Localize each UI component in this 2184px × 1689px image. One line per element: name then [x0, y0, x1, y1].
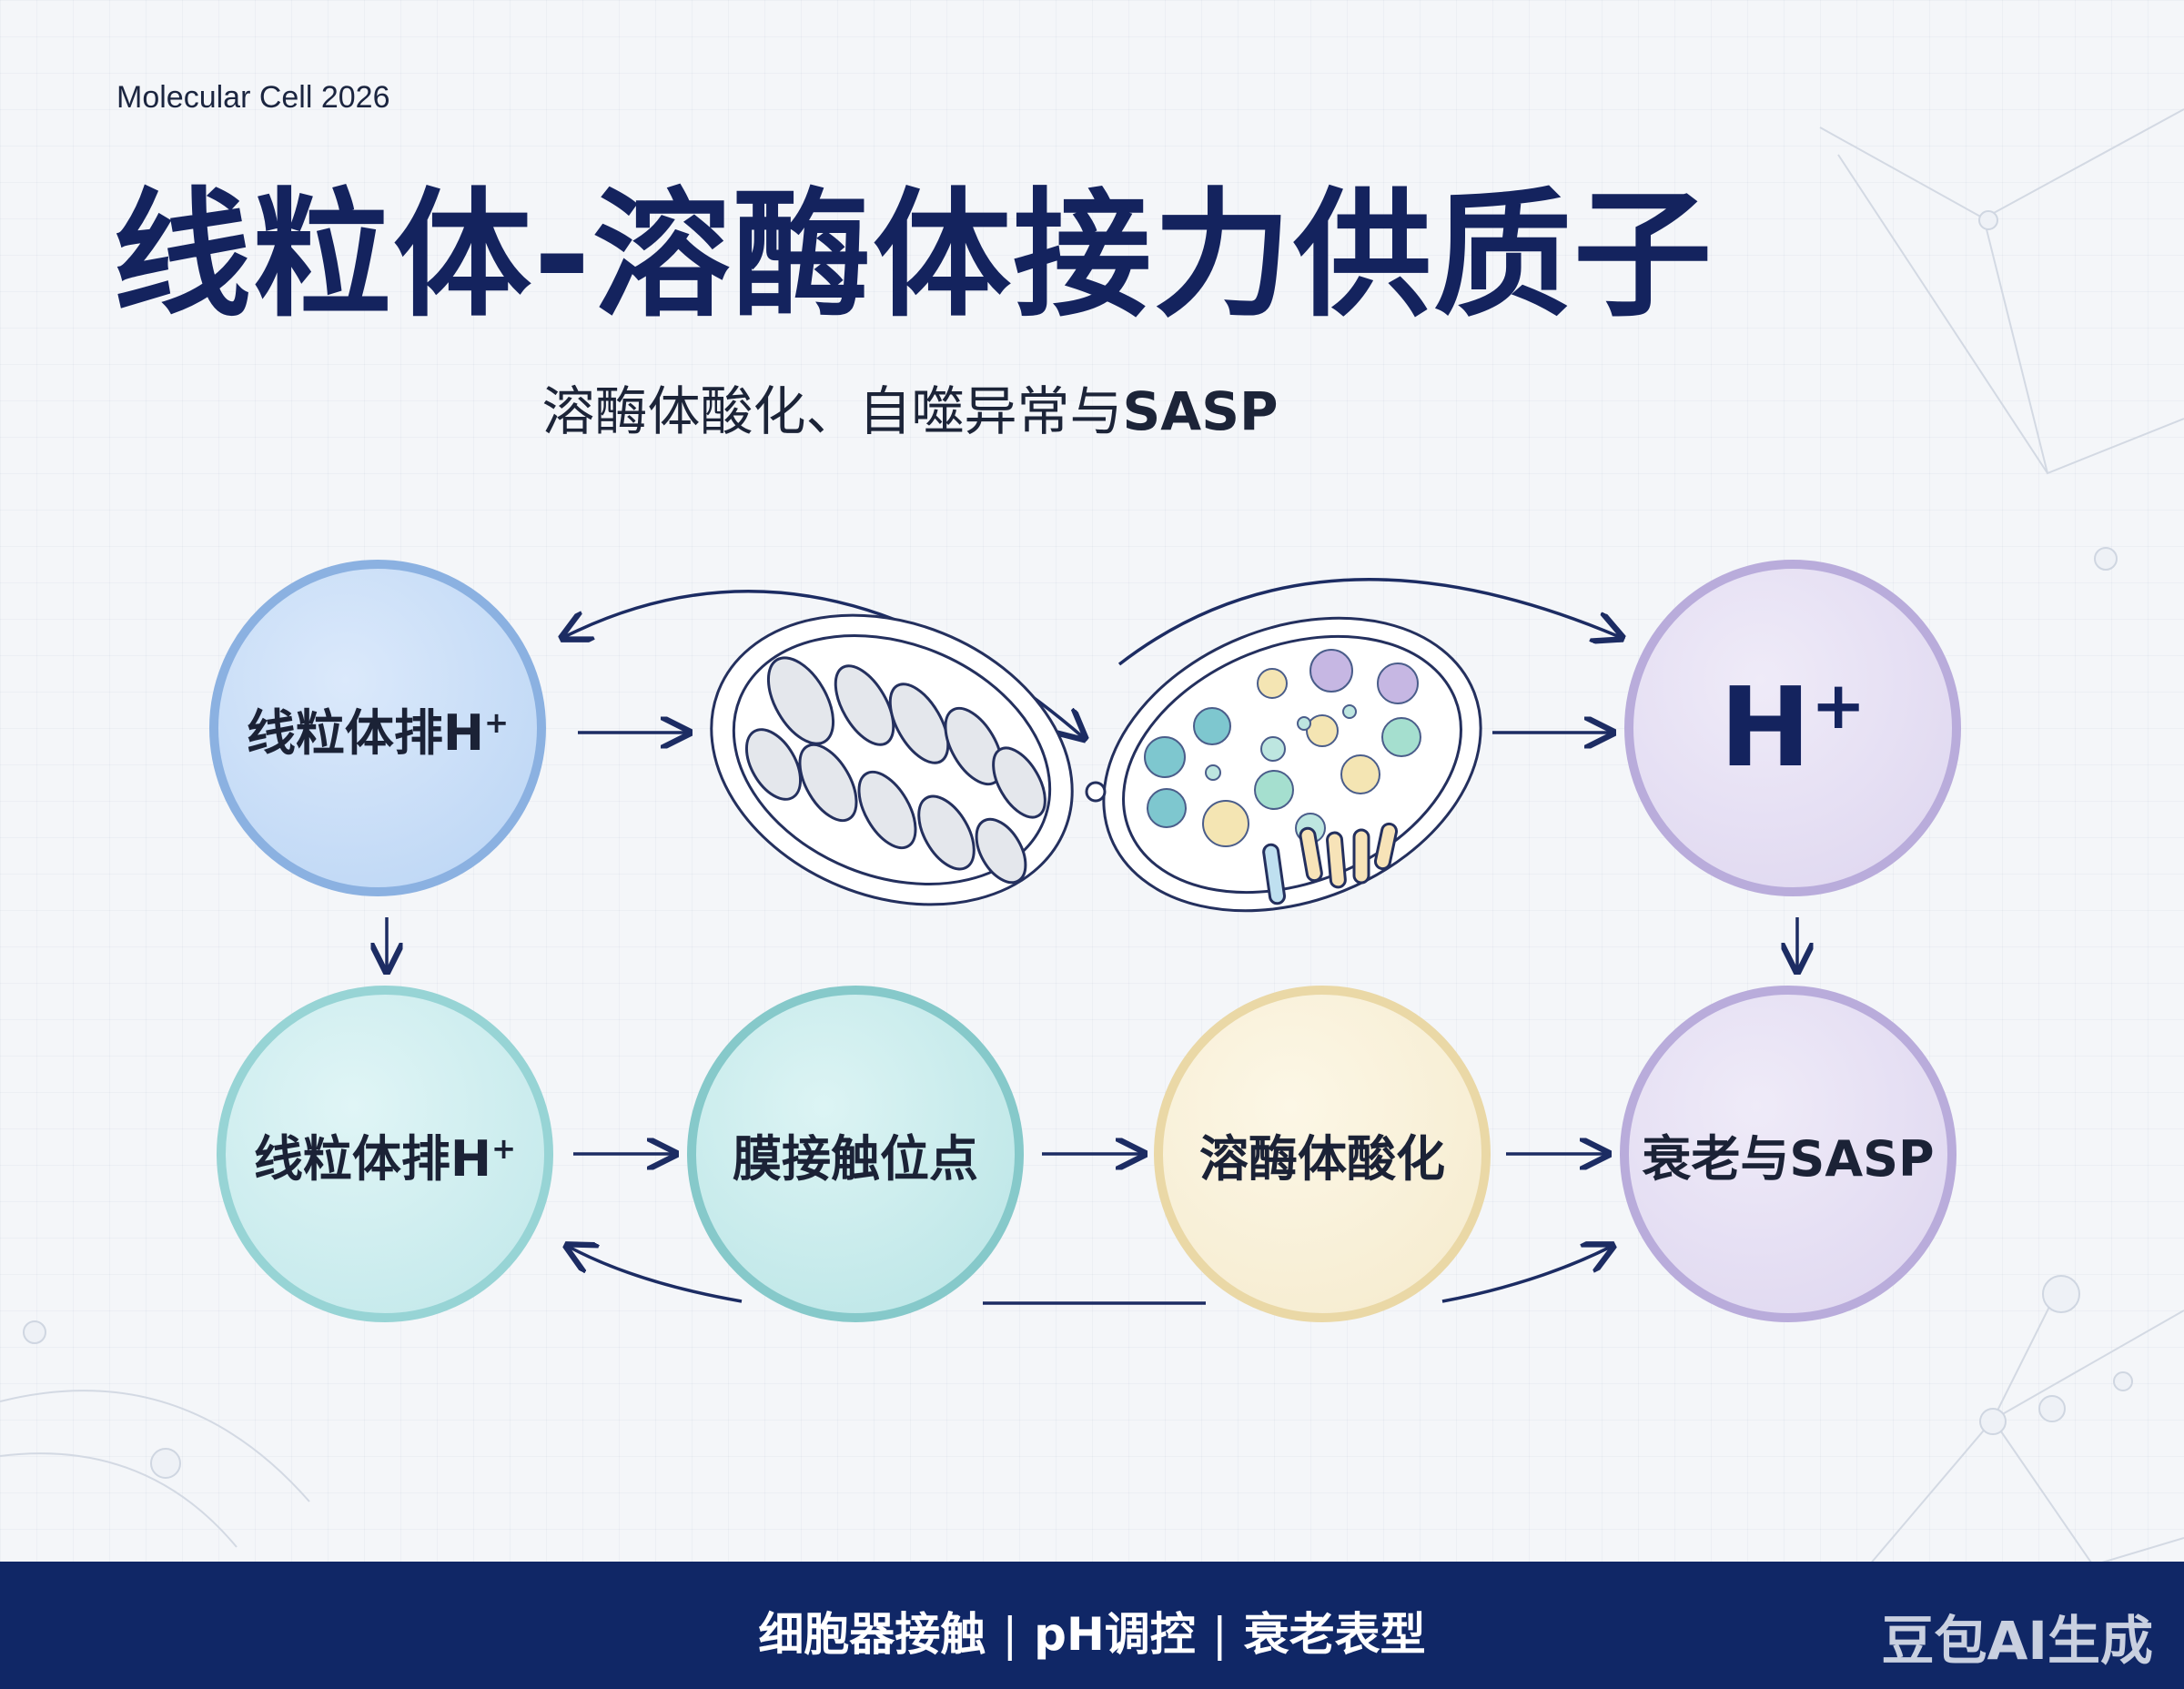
footer-bar: 细胞器接触 | pH调控 | 衰老表型 豆包AI生成 [0, 1562, 2184, 1689]
node-proton: H+ [1624, 560, 1961, 896]
arrow-curve-bottom-right [1441, 1247, 1611, 1303]
node-mito-proton-bottom-label: 线粒体排H+ [253, 1129, 517, 1188]
mitochondrion-illustration [710, 613, 1074, 906]
node-contact-site-label: 膜接触位点 [733, 1129, 978, 1188]
node-contact-site: 膜接触位点 [687, 986, 1024, 1322]
node-senescence-sasp-label: 衰老与SASP [1642, 1129, 1935, 1188]
node-proton-label: H+ [1719, 664, 1866, 792]
footer-item-contact: 细胞器接触 [758, 1608, 986, 1661]
node-mito-proton-top-label: 线粒体排H+ [246, 703, 510, 762]
page-subtitle: 溶酶体酸化、自噬异常与SASP [0, 369, 1820, 445]
node-mito-proton-top: 线粒体排H+ [209, 560, 546, 896]
watermark-logo: 豆包AI生成 [1881, 1610, 2153, 1672]
node-lysosome-acidification-label: 溶酶体酸化 [1199, 1129, 1445, 1188]
node-lysosome-acidification: 溶酶体酸化 [1154, 986, 1491, 1322]
lysosome-illustration [1102, 616, 1482, 913]
arrow-curve-bottom-left [569, 1247, 743, 1303]
node-mito-proton-bottom: 线粒体排H+ [217, 986, 553, 1322]
footer-item-phenotype: 衰老表型 [1243, 1608, 1426, 1661]
arrow-curve-top-right [1117, 578, 1620, 666]
subtitle-en: SASP [1122, 380, 1279, 442]
page-title: 线粒体-溶酶体接力供质子 [113, 175, 1714, 336]
subtitle-cn: 溶酶体酸化、自噬异常与 [541, 380, 1123, 442]
footer-keywords: 细胞器接触 | pH调控 | 衰老表型 [0, 1598, 2184, 1664]
contact-site-junction [1085, 781, 1107, 803]
footer-item-ph: pH调控 [1034, 1608, 1196, 1661]
journal-label: Molecular Cell 2026 [116, 80, 390, 115]
footer-separator: | [1211, 1608, 1228, 1661]
node-senescence-sasp: 衰老与SASP [1620, 986, 1956, 1322]
footer-separator: | [1002, 1608, 1018, 1661]
